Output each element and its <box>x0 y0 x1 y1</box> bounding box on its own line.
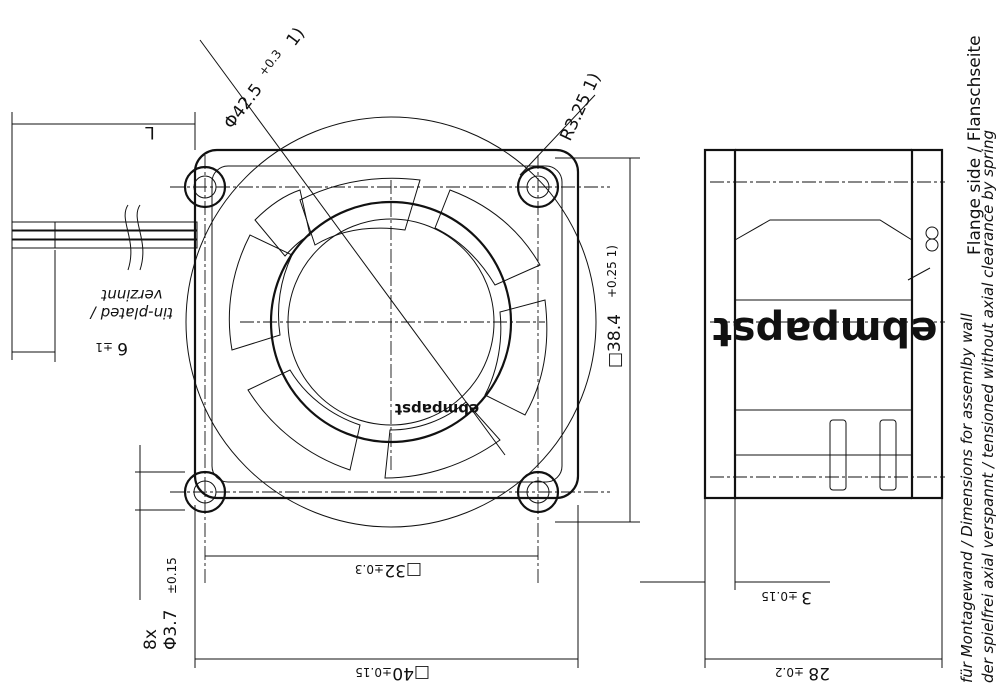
svg-text:±0.15: ±0.15 <box>761 589 798 603</box>
radius-leader <box>519 94 596 176</box>
mounting-holes <box>183 165 560 514</box>
svg-text:□38.4: □38.4 <box>605 314 625 368</box>
front-view: ebmpapst <box>11 39 610 585</box>
svg-text:6: 6 <box>117 338 128 358</box>
length-label: L <box>145 122 155 142</box>
cable <box>11 204 198 271</box>
svg-text:+0.25 1): +0.25 1) <box>605 245 619 298</box>
flange-side-label: Flange side / Flanschseite <box>965 35 985 255</box>
strip-length: 6 ±1 <box>95 338 128 358</box>
svg-text:+0.3: +0.3 <box>256 47 285 79</box>
svg-text:8x: 8x <box>141 629 161 650</box>
svg-text:□40: □40 <box>392 663 430 683</box>
diameter-dim: Φ42.5 +0.3 1) <box>220 24 309 133</box>
flange-dim: 3 ±0.15 <box>761 587 812 607</box>
side-rib <box>829 419 847 491</box>
wire-note-en: tin-plated / <box>89 304 173 322</box>
svg-text:1): 1) <box>283 24 309 50</box>
side-dimensions <box>640 267 943 668</box>
svg-text:±1: ±1 <box>95 340 113 354</box>
wire-end <box>925 238 939 252</box>
svg-text:3: 3 <box>801 587 812 607</box>
assembly-note-1: für Montagewand / Dimensions for assemlb… <box>958 312 976 683</box>
outer-diameter-circle <box>185 116 597 528</box>
impeller-blades <box>228 177 548 479</box>
frame-dim: □40 ±0.15 <box>355 663 430 683</box>
side-flange-right <box>910 148 944 500</box>
side-rib <box>879 419 897 491</box>
hole-dim: Φ3.7 ±0.15 8x <box>141 557 181 650</box>
wire-end <box>925 226 939 240</box>
svg-text:±0.15: ±0.15 <box>165 557 179 594</box>
fan-frame-outline <box>193 148 580 500</box>
pitch-dim: □32 ±0.3 <box>355 560 422 580</box>
svg-text:±0.3: ±0.3 <box>355 562 384 576</box>
hub-logo: ebmpapst <box>395 400 479 418</box>
side-view: ebmpapst <box>703 148 945 500</box>
radius-dim: R3.25 1) <box>556 70 605 144</box>
side-flange-left <box>703 148 737 500</box>
side-logo: ebmpapst <box>713 308 938 354</box>
diameter-leader <box>199 39 506 456</box>
svg-text:±0.15: ±0.15 <box>355 665 392 679</box>
fan-frame-inner <box>211 165 563 483</box>
svg-text:28: 28 <box>808 663 830 683</box>
square-side-dim: □38.4 +0.25 1) <box>605 245 625 368</box>
svg-text:□32: □32 <box>384 560 422 580</box>
svg-text:±0.2: ±0.2 <box>775 665 804 679</box>
wire-note-de: verzinnt <box>100 286 162 304</box>
depth-dim: 28 ±0.2 <box>775 663 830 683</box>
assembly-note-2: der spielfrei axial verspannt / tensione… <box>979 130 997 683</box>
front-dimensions <box>11 112 640 668</box>
svg-text:Φ42.5: Φ42.5 <box>220 80 267 133</box>
svg-text:Φ3.7: Φ3.7 <box>161 610 181 650</box>
